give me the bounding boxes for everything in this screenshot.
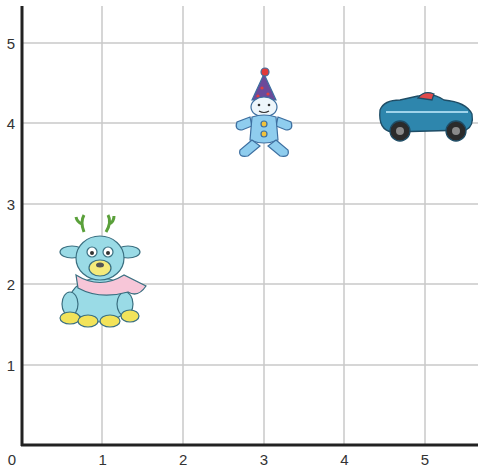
y-axis-number: 4 xyxy=(7,116,15,131)
reindeer-toy xyxy=(60,215,146,327)
x-axis-number: 3 xyxy=(260,452,268,467)
toy-car xyxy=(380,93,473,141)
x-axis-number: 2 xyxy=(179,452,187,467)
x-axis-number: 5 xyxy=(421,452,429,467)
y-axis-number: 3 xyxy=(7,196,15,211)
y-axis-number: 5 xyxy=(7,36,15,51)
y-axis-number: 1 xyxy=(7,357,15,372)
y-axis-number: 2 xyxy=(7,277,15,292)
x-axis-number: 4 xyxy=(340,452,348,467)
x-axis-number: 1 xyxy=(98,452,106,467)
grid-lines xyxy=(22,6,478,445)
clown-toy xyxy=(236,68,292,156)
x-axis-number: 0 xyxy=(8,452,16,467)
axes xyxy=(21,6,478,446)
